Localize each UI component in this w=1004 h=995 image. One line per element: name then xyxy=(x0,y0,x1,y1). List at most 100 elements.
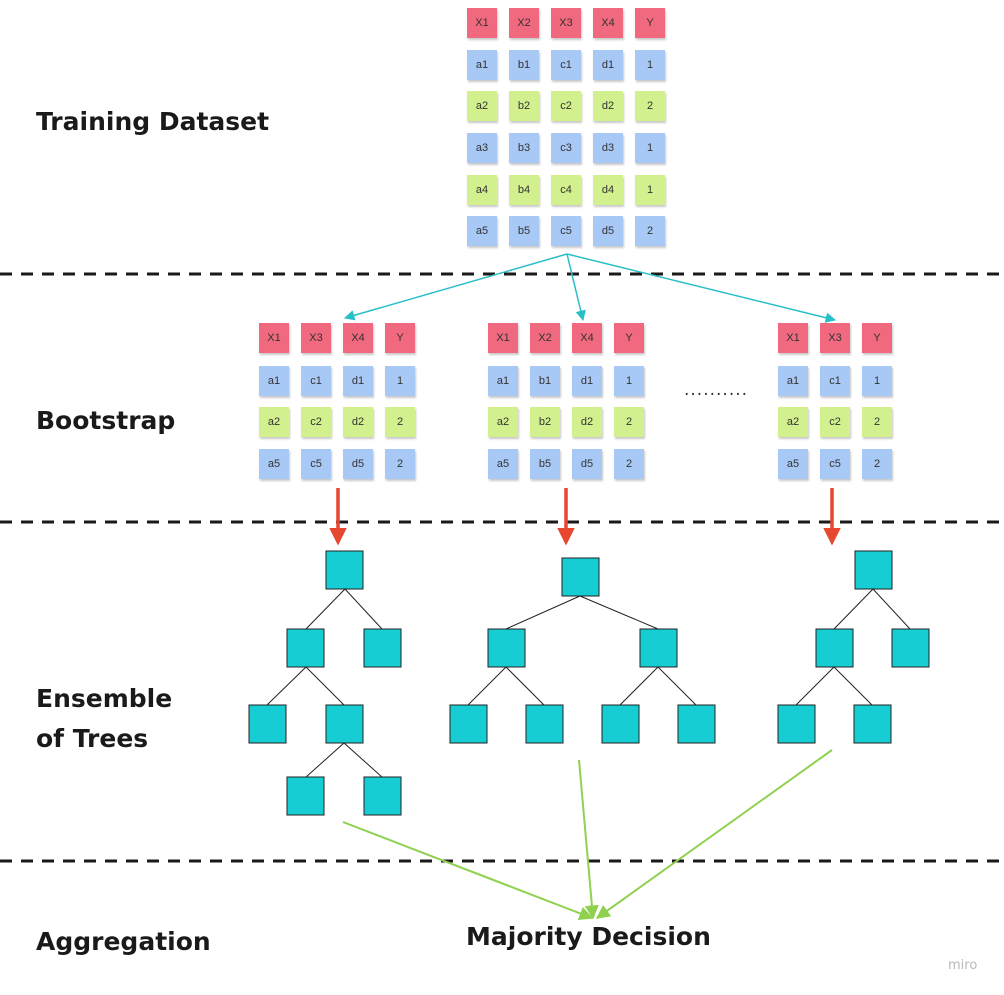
data-cell: d2 xyxy=(572,407,602,437)
data-cell: 1 xyxy=(635,175,665,205)
tree-node xyxy=(449,704,488,744)
header-cell: X4 xyxy=(593,8,623,38)
bootstrap-arrow xyxy=(343,253,568,321)
data-cell: c5 xyxy=(820,449,850,479)
header-cell: Y xyxy=(614,323,644,353)
tree-3-edges xyxy=(795,588,911,706)
data-cell: a5 xyxy=(467,216,497,246)
header-cell: X1 xyxy=(259,323,289,353)
data-cell: d2 xyxy=(343,407,373,437)
data-cell: d1 xyxy=(572,366,602,396)
tree-node xyxy=(677,704,716,744)
data-cell: a1 xyxy=(467,50,497,80)
tree-2-edges xyxy=(467,595,697,706)
header-cell: Y xyxy=(862,323,892,353)
data-cell: d3 xyxy=(593,133,623,163)
data-cell: d1 xyxy=(343,366,373,396)
data-cell: b5 xyxy=(530,449,560,479)
tree-node xyxy=(561,557,600,597)
data-cell: c2 xyxy=(820,407,850,437)
header-cell: X2 xyxy=(509,8,539,38)
data-cell: 2 xyxy=(385,449,415,479)
data-cell: b1 xyxy=(530,366,560,396)
data-cell: 2 xyxy=(862,407,892,437)
data-cell: b2 xyxy=(530,407,560,437)
data-cell: a2 xyxy=(467,91,497,121)
tree-node xyxy=(286,776,325,816)
vote-arrow xyxy=(578,759,599,920)
data-cell: c2 xyxy=(301,407,331,437)
data-cell: c2 xyxy=(551,91,581,121)
data-cell: b1 xyxy=(509,50,539,80)
data-cell: 2 xyxy=(614,449,644,479)
more-samples-ellipsis: .......... xyxy=(684,380,749,400)
vote-arrow xyxy=(342,821,594,920)
data-cell: 1 xyxy=(385,366,415,396)
header-cell: X3 xyxy=(551,8,581,38)
header-cell: Y xyxy=(385,323,415,353)
header-cell: X3 xyxy=(820,323,850,353)
tree-node xyxy=(525,704,564,744)
majority-decision-label: Majority Decision xyxy=(466,922,711,951)
data-cell: a5 xyxy=(778,449,808,479)
data-cell: d5 xyxy=(343,449,373,479)
data-cell: 2 xyxy=(862,449,892,479)
data-cell: c4 xyxy=(551,175,581,205)
tree-node xyxy=(639,628,678,668)
data-cell: a2 xyxy=(259,407,289,437)
tree-node xyxy=(853,704,892,744)
tree-node xyxy=(286,628,325,668)
header-cell: X4 xyxy=(343,323,373,353)
data-cell: c5 xyxy=(301,449,331,479)
data-cell: d1 xyxy=(593,50,623,80)
tree-3 xyxy=(777,550,930,744)
data-cell: a1 xyxy=(778,366,808,396)
tree-1-edges xyxy=(266,588,383,778)
header-cell: X3 xyxy=(301,323,331,353)
bootstrap-arrow xyxy=(566,253,586,322)
header-cell: X1 xyxy=(467,8,497,38)
tree-2 xyxy=(449,557,716,744)
section-label-aggregation: Aggregation xyxy=(36,927,211,956)
data-cell: b2 xyxy=(509,91,539,121)
section-label-bootstrap: Bootstrap xyxy=(36,406,176,435)
data-cell: b4 xyxy=(509,175,539,205)
section-label-ensemble: Ensemble of Trees xyxy=(36,684,173,753)
data-cell: c1 xyxy=(551,50,581,80)
data-cell: c3 xyxy=(551,133,581,163)
data-cell: 1 xyxy=(614,366,644,396)
data-cell: a1 xyxy=(259,366,289,396)
data-cell: b5 xyxy=(509,216,539,246)
data-cell: a1 xyxy=(488,366,518,396)
miro-watermark: miro xyxy=(948,958,978,973)
section-label-training: Training Dataset xyxy=(36,107,270,136)
bootstrap-arrow xyxy=(566,253,837,323)
data-cell: a2 xyxy=(778,407,808,437)
data-cell: 2 xyxy=(614,407,644,437)
data-cell: c5 xyxy=(551,216,581,246)
tree-node xyxy=(325,550,364,590)
data-cell: d5 xyxy=(572,449,602,479)
tree-node xyxy=(815,628,854,668)
data-cell: b3 xyxy=(509,133,539,163)
data-cell: c1 xyxy=(301,366,331,396)
tree-node xyxy=(487,628,526,668)
data-cell: a2 xyxy=(488,407,518,437)
tree-node xyxy=(325,704,364,744)
tree-node xyxy=(854,550,893,590)
data-cell: 2 xyxy=(385,407,415,437)
header-cell: X4 xyxy=(572,323,602,353)
data-cell: c1 xyxy=(820,366,850,396)
tree-node xyxy=(601,704,640,744)
data-cell: d5 xyxy=(593,216,623,246)
data-cell: 2 xyxy=(635,91,665,121)
header-cell: X1 xyxy=(778,323,808,353)
data-cell: a4 xyxy=(467,175,497,205)
data-cell: d2 xyxy=(593,91,623,121)
tree-node xyxy=(363,776,402,816)
data-cell: 1 xyxy=(635,133,665,163)
data-cell: 1 xyxy=(862,366,892,396)
data-cell: a5 xyxy=(259,449,289,479)
